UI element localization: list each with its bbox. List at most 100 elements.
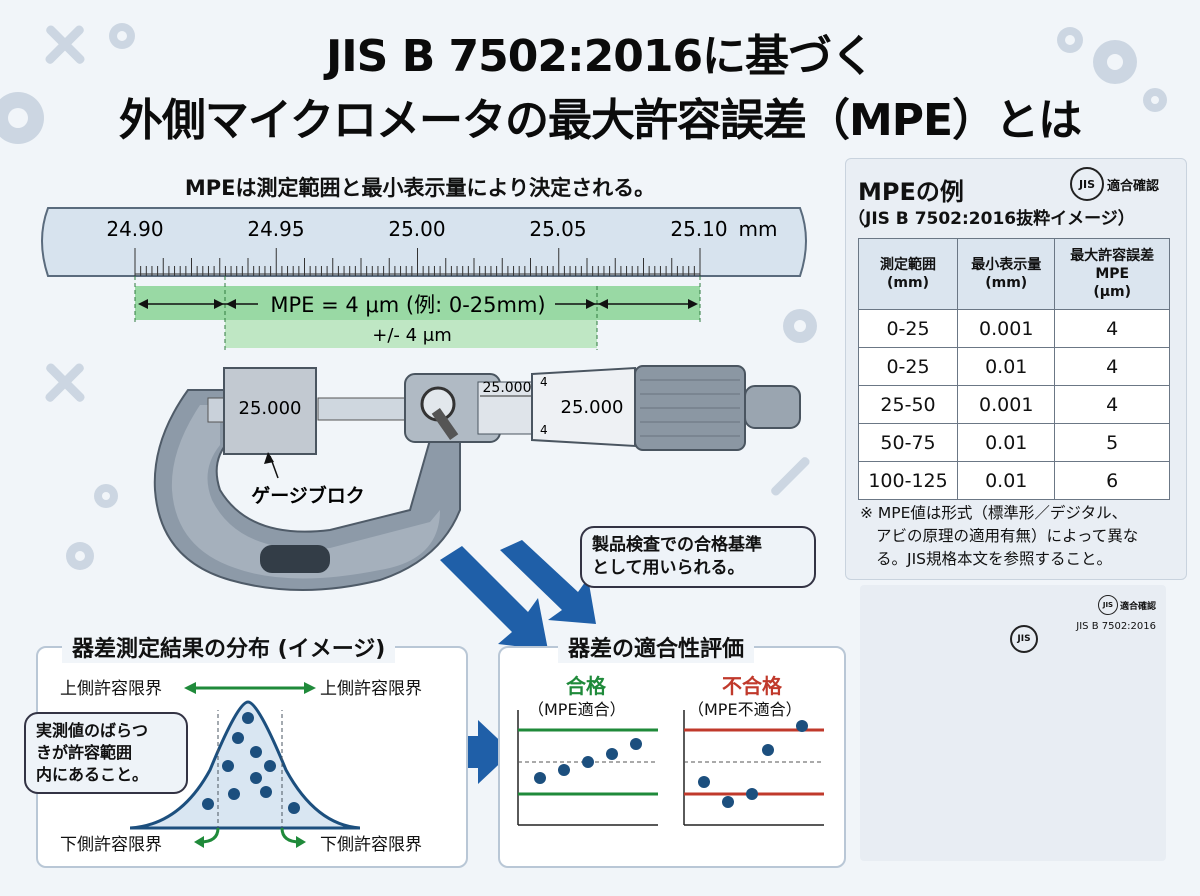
note-line-3: る。JIS規格本文を参照すること。 <box>876 550 1112 568</box>
sidebar-heading: MPEの例 <box>858 178 964 206</box>
cell-mpe: 4 <box>1054 309 1170 348</box>
fail-plot <box>683 710 824 826</box>
gear-icon <box>109 23 135 49</box>
distribution-callout-line-1: 実測値のばらつ <box>36 721 149 740</box>
data-point <box>264 760 276 772</box>
fail-sublabel: （MPE不適合） <box>688 700 802 719</box>
data-point <box>250 772 262 784</box>
wrench-icon <box>771 457 810 496</box>
stamp-panel: JIS 適合確認 JIS B 7502:2016 JIS <box>860 585 1166 861</box>
data-point <box>222 760 234 772</box>
note-line-1: ※ MPE値は形式（標準形／デジタル、 <box>860 504 1128 522</box>
subtitle: MPEは測定範囲と最小表示量により決定される。 <box>184 176 656 200</box>
wrench-icon <box>45 363 85 402</box>
scale-label-0: 24.90 <box>106 217 163 241</box>
data-point <box>288 802 300 814</box>
wrench-icon <box>45 25 85 64</box>
data-point <box>242 712 254 724</box>
micrometer-illustration: 25.000 25.000 4 25.000 4 ゲージブロク <box>153 365 801 591</box>
data-point <box>228 788 240 800</box>
cell-mpe: 4 <box>1054 385 1170 424</box>
evaluation-title: 器差の適合性評価 <box>558 631 755 663</box>
inspection-callout-line-2: として用いられる。 <box>592 558 745 578</box>
distribution-title: 器差測定結果の分布 (イメージ) <box>62 631 396 663</box>
pass-label: 合格 <box>566 674 606 698</box>
data-point <box>630 738 642 750</box>
lower-limit-left: 下側許容限界 <box>60 835 162 855</box>
scale-unit: mm <box>739 217 778 241</box>
tolerance-label: +/- 4 μm <box>372 325 452 346</box>
inspection-callout-line-1: 製品検査での合格基準 <box>592 535 762 555</box>
fail-label: 不合格 <box>722 674 782 698</box>
gear-icon <box>783 309 817 343</box>
cell-resolution: 0.01 <box>957 347 1056 386</box>
data-point <box>558 764 570 776</box>
pass-sublabel: （MPE適合） <box>528 700 626 719</box>
cell-resolution: 0.001 <box>957 309 1056 348</box>
thimble-value: 25.000 <box>561 397 624 418</box>
data-point <box>232 732 244 744</box>
sleeve-value: 25.000 <box>483 380 532 396</box>
header-resolution: 最小表示量(mm) <box>957 238 1056 310</box>
pass-plot <box>517 710 658 826</box>
distribution-callout: 実測値のばらつ きが許容範囲 内にあること。 <box>24 712 188 794</box>
jis-icon: JIS <box>1097 595 1118 615</box>
data-point <box>796 720 808 732</box>
data-point <box>250 746 262 758</box>
inspection-callout: 製品検査での合格基準 として用いられる。 <box>580 526 816 588</box>
distribution-callout-line-2: きが許容範囲 <box>36 743 133 762</box>
cell-mpe: 5 <box>1054 423 1170 462</box>
distribution-curve <box>130 682 360 848</box>
gear-icon <box>94 484 118 508</box>
mpe-label: MPE = 4 μm (例: 0-25mm) <box>270 293 545 317</box>
jis-seal-icon: JIS <box>1010 625 1038 653</box>
scale-label-2: 25.00 <box>388 217 445 241</box>
cell-range: 100-125 <box>857 461 959 500</box>
scale-label-3: 25.05 <box>529 217 586 241</box>
note-line-2: アビの原理の適用有無）によって異な <box>876 527 1139 545</box>
cell-range: 25-50 <box>857 385 959 424</box>
jis-badge-text: 適合確認 <box>1107 178 1160 194</box>
header-range: 測定範囲(mm) <box>857 238 959 310</box>
arrow-icon <box>500 540 596 624</box>
cell-range: 0-25 <box>857 309 959 348</box>
evaluation-card <box>498 646 846 868</box>
stamp-badge: JIS 適合確認 <box>1097 595 1156 615</box>
cell-resolution: 0.01 <box>957 461 1056 500</box>
data-point <box>606 748 618 760</box>
scale-ruler: 24.90 24.95 25.00 25.05 25.10 mm MPE = 4… <box>41 207 807 350</box>
lower-limit-right: 下側許容限界 <box>320 835 422 855</box>
cell-resolution: 0.001 <box>957 385 1056 424</box>
data-point <box>746 788 758 800</box>
cell-mpe: 6 <box>1054 461 1170 500</box>
upper-limit-left: 上側許容限界 <box>60 679 162 699</box>
arrow-icon <box>440 546 548 650</box>
data-point <box>698 776 710 788</box>
sidebar-subheading: （JIS B 7502:2016抜粋イメージ） <box>848 209 1135 229</box>
thimble-tick-bottom: 4 <box>540 423 548 437</box>
data-point <box>582 756 594 768</box>
scale-label-1: 24.95 <box>247 217 304 241</box>
gear-icon <box>1093 40 1137 84</box>
data-point <box>762 744 774 756</box>
gauge-block-value: 25.000 <box>239 398 302 419</box>
page-title-line-1: JIS B 7502:2016に基づく <box>325 31 875 82</box>
scale-label-4: 25.10 <box>670 217 727 241</box>
thimble-tick-top: 4 <box>540 375 548 389</box>
data-point <box>260 786 272 798</box>
cell-resolution: 0.01 <box>957 423 1056 462</box>
data-point <box>534 772 546 784</box>
sidebar-note: ※ MPE値は形式（標準形／デジタル、 アビの原理の適用有無）によって異な る。… <box>860 502 1180 571</box>
cell-mpe: 4 <box>1054 347 1170 386</box>
cell-range: 0-25 <box>857 347 959 386</box>
jis-badge: JIS 適合確認 <box>1070 167 1159 201</box>
